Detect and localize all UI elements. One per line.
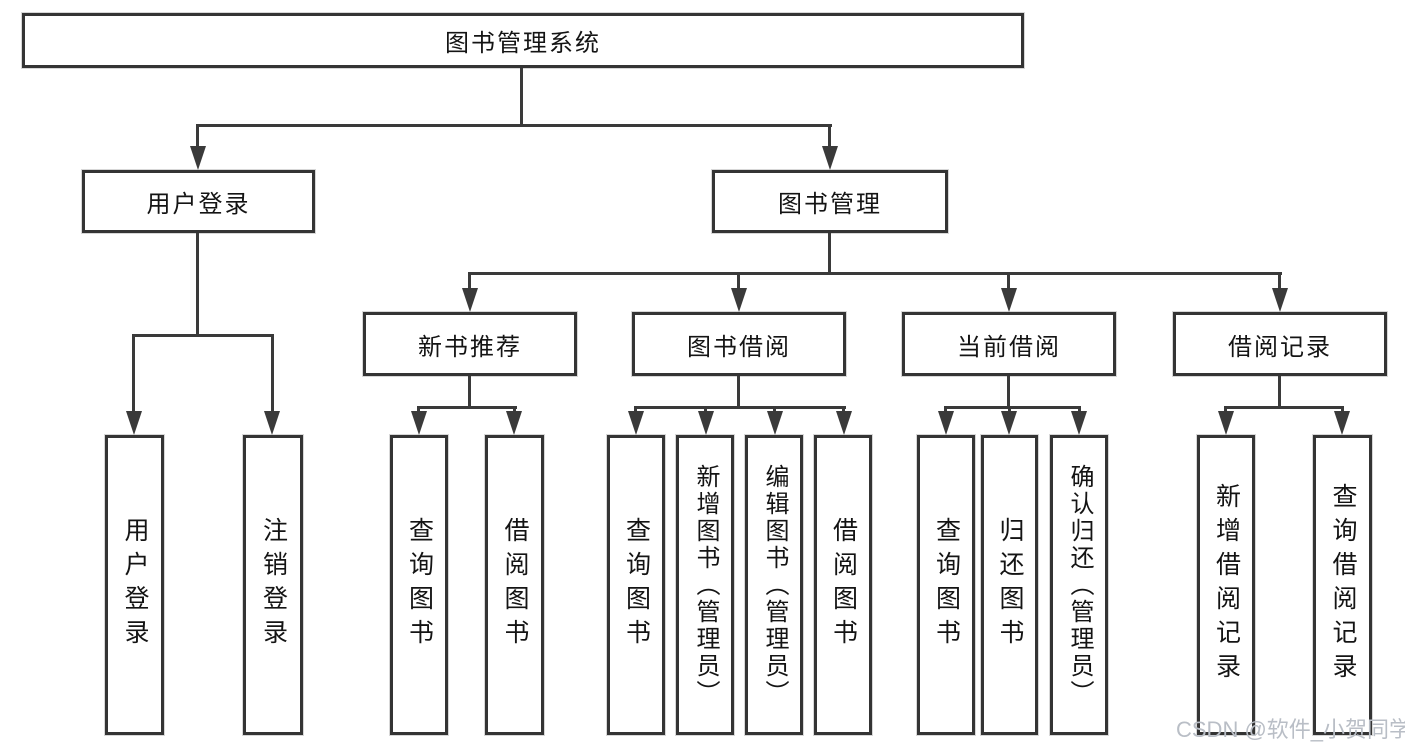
- arrow-down-icon: [264, 411, 280, 435]
- connector-drop-user-login: [196, 124, 199, 152]
- leaf-records-add-record: 新增借阅记录: [1197, 435, 1255, 735]
- leaf-records-query-record: 查询借阅记录: [1313, 435, 1372, 735]
- node-label: 新书推荐: [418, 333, 522, 361]
- arrow-down-icon: [628, 411, 644, 435]
- csdn-watermark: CSDN @软件_小贺同学: [1176, 717, 1405, 742]
- connector-drop-book-management: [828, 124, 831, 152]
- node-borrow-records: 借阅记录: [1173, 312, 1387, 376]
- node-label: 新增借阅记录: [1212, 483, 1241, 687]
- connector-borrow-bus: [634, 406, 846, 409]
- connector-management-stem: [828, 233, 831, 275]
- node-label: 查询图书: [622, 517, 651, 653]
- node-label: 借阅记录: [1228, 333, 1332, 361]
- connector-login-bus: [132, 334, 274, 337]
- connector-drop-recommend: [468, 272, 471, 292]
- connector-current-stem: [1007, 376, 1010, 409]
- leaf-current-query-books: 查询图书: [917, 435, 975, 735]
- arrow-down-icon: [1001, 288, 1017, 312]
- arrow-down-icon: [822, 146, 838, 170]
- connector-recommend-bus: [417, 406, 517, 409]
- node-book-borrow: 图书借阅: [632, 312, 846, 376]
- connector-management-bus: [468, 272, 1282, 275]
- node-label: 图书管理: [778, 191, 882, 218]
- node-label: 用户登录: [146, 191, 251, 218]
- arrow-down-icon: [836, 411, 852, 435]
- arrow-down-icon: [1218, 411, 1234, 435]
- leaf-logout: 注销登录: [243, 435, 303, 735]
- node-label: 用户登录: [121, 517, 149, 653]
- arrow-down-icon: [126, 411, 142, 435]
- connector-root-stem: [520, 68, 523, 127]
- node-label: 当前借阅: [957, 333, 1061, 361]
- leaf-user-login: 用户登录: [105, 435, 164, 735]
- leaf-recommend-borrow-books: 借阅图书: [485, 435, 544, 735]
- node-book-management: 图书管理: [712, 170, 948, 233]
- node-user-login: 用户登录: [82, 170, 315, 233]
- connector-borrow-stem: [737, 376, 740, 409]
- connector-current-bus: [944, 406, 1081, 409]
- node-library-management-system: 图书管理系统: [22, 13, 1024, 68]
- node-label: 借阅图书: [829, 517, 858, 653]
- node-label: 归还图书: [996, 517, 1024, 653]
- leaf-current-confirm-return-admin: 确认归还（管理员）: [1050, 435, 1108, 735]
- node-label: 编辑图书（管理员）: [761, 463, 788, 707]
- connector-drop-current: [1007, 272, 1010, 292]
- arrow-down-icon: [1071, 411, 1087, 435]
- node-label: 图书管理系统: [445, 30, 601, 57]
- node-label: 借阅图书: [501, 517, 529, 653]
- arrow-down-icon: [731, 288, 747, 312]
- connector-records-stem: [1278, 376, 1281, 409]
- leaf-borrow-query-books: 查询图书: [607, 435, 665, 735]
- node-label: 新增图书（管理员）: [692, 463, 719, 707]
- connector-drop-logout: [271, 334, 274, 416]
- node-label: 查询借阅记录: [1329, 483, 1357, 687]
- arrow-down-icon: [698, 411, 714, 435]
- arrow-down-icon: [411, 411, 427, 435]
- node-new-book-recommend: 新书推荐: [363, 312, 577, 376]
- connector-drop-borrow: [737, 272, 740, 292]
- leaf-borrow-add-books-admin: 新增图书（管理员）: [676, 435, 734, 735]
- arrow-down-icon: [1334, 411, 1350, 435]
- connector-recommend-stem: [468, 376, 471, 409]
- leaf-borrow-edit-books-admin: 编辑图书（管理员）: [745, 435, 803, 735]
- arrow-down-icon: [1001, 411, 1017, 435]
- arrow-down-icon: [190, 146, 206, 170]
- connector-root-bus: [196, 124, 832, 127]
- node-label: 查询图书: [932, 517, 961, 653]
- node-label: 图书借阅: [687, 333, 791, 361]
- arrow-down-icon: [506, 411, 522, 435]
- leaf-recommend-query-books: 查询图书: [390, 435, 448, 735]
- arrow-down-icon: [767, 411, 783, 435]
- arrow-down-icon: [462, 288, 478, 312]
- leaf-current-return-books: 归还图书: [981, 435, 1038, 735]
- arrow-down-icon: [938, 411, 954, 435]
- leaf-borrow-borrow-books: 借阅图书: [814, 435, 872, 735]
- connector-login-stem: [196, 233, 199, 337]
- arrow-down-icon: [1272, 288, 1288, 312]
- node-label: 注销登录: [259, 517, 288, 653]
- connector-records-bus: [1224, 406, 1344, 409]
- node-current-borrow: 当前借阅: [902, 312, 1116, 376]
- node-label: 确认归还（管理员）: [1066, 463, 1093, 707]
- connector-drop-records: [1278, 272, 1281, 292]
- connector-drop-login: [132, 334, 135, 416]
- node-label: 查询图书: [405, 517, 434, 653]
